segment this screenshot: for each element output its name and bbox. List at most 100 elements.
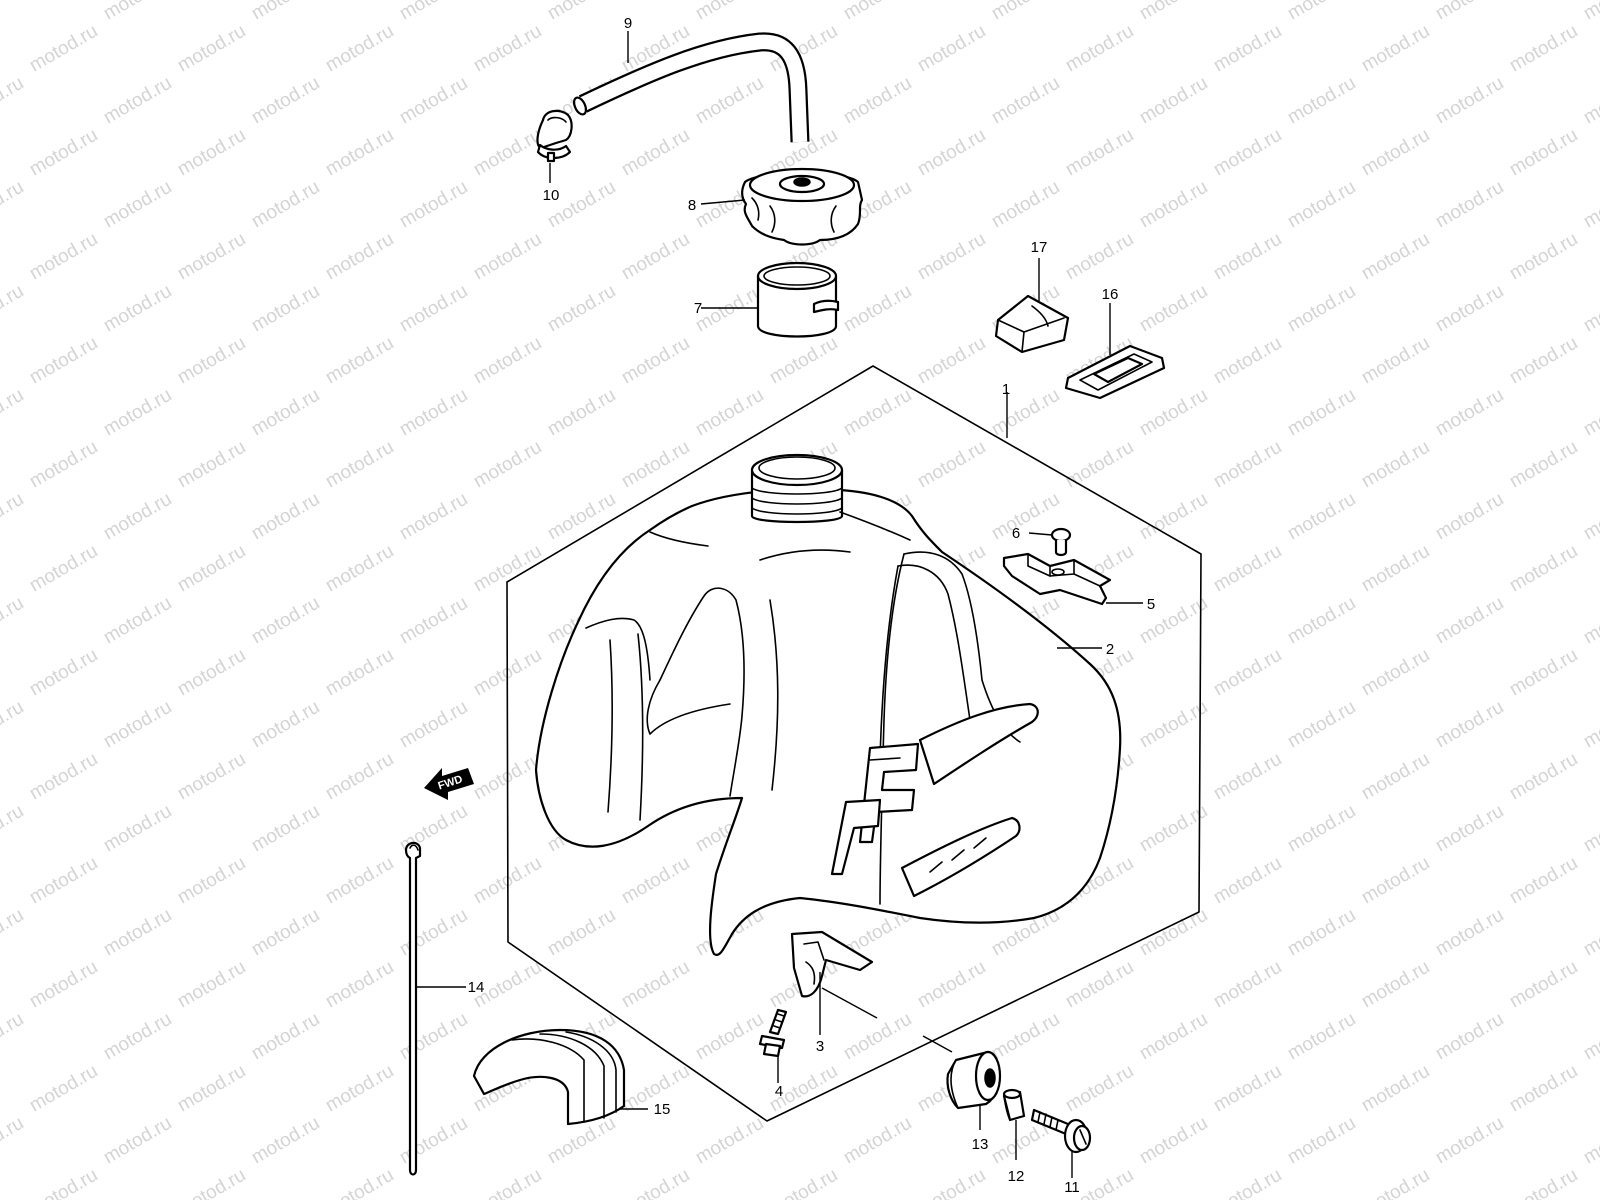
watermark-text: motod.ru bbox=[470, 125, 545, 181]
fuel-cap bbox=[741, 167, 864, 246]
watermark-text: motod.ru bbox=[544, 281, 619, 337]
callout-8: 8 bbox=[688, 197, 696, 214]
watermark-text: motod.ru bbox=[0, 801, 27, 857]
watermark-text: motod.ru bbox=[396, 905, 471, 961]
watermark-text: motod.ru bbox=[174, 541, 249, 597]
watermark-text: motod.ru bbox=[248, 281, 323, 337]
fuel-tank-outline bbox=[506, 365, 1202, 1122]
watermark-text: motod.ru bbox=[0, 177, 27, 233]
watermark-text: motod.ru bbox=[766, 333, 841, 389]
watermark-text: motod.ru bbox=[1506, 645, 1581, 701]
watermark-text: motod.ru bbox=[1580, 1113, 1600, 1169]
watermark-text: motod.ru bbox=[1580, 73, 1600, 129]
watermark-text: motod.ru bbox=[396, 593, 471, 649]
watermark-text: motod.ru bbox=[0, 489, 27, 545]
watermark-text: motod.ru bbox=[1506, 853, 1581, 909]
watermark-text: motod.ru bbox=[1284, 385, 1359, 441]
watermark-text: motod.ru bbox=[1136, 1009, 1211, 1065]
callout-14: 14 bbox=[468, 979, 485, 996]
watermark-text: motod.ru bbox=[322, 853, 397, 909]
watermark-text: motod.ru bbox=[248, 697, 323, 753]
watermark-text: motod.ru bbox=[100, 905, 175, 961]
watermark-text: motod.ru bbox=[1210, 125, 1285, 181]
watermark-text: motod.ru bbox=[1580, 593, 1600, 649]
watermark-text: motod.ru bbox=[1432, 0, 1507, 24]
watermark-text: motod.ru bbox=[26, 125, 101, 181]
watermark-text: motod.ru bbox=[100, 697, 175, 753]
callout-10: 10 bbox=[543, 187, 560, 204]
fwd-arrow-icon: FWD bbox=[424, 768, 474, 800]
watermark-text: motod.ru bbox=[618, 333, 693, 389]
watermark-text: motod.ru bbox=[1358, 229, 1433, 285]
watermark-text: motod.ru bbox=[840, 385, 915, 441]
watermark-text: motod.ru bbox=[1432, 801, 1507, 857]
watermark-text: motod.ru bbox=[618, 229, 693, 285]
watermark-text: motod.ru bbox=[0, 593, 27, 649]
watermark-text: motod.ru bbox=[1432, 489, 1507, 545]
callout-7: 7 bbox=[694, 300, 702, 317]
leader-lines bbox=[416, 31, 1143, 1178]
watermark-text: motod.ru bbox=[1136, 905, 1211, 961]
watermark-text: motod.ru bbox=[470, 1165, 545, 1200]
watermark-text: motod.ru bbox=[618, 957, 693, 1013]
hose-valve bbox=[536, 109, 573, 163]
watermark-text: motod.ru bbox=[0, 385, 27, 441]
watermark-text: motod.ru bbox=[618, 125, 693, 181]
watermark-text: motod.ru bbox=[1284, 801, 1359, 857]
watermark-text: motod.ru bbox=[544, 905, 619, 961]
watermark-text: motod.ru bbox=[1506, 1061, 1581, 1117]
watermark-text: motod.ru bbox=[914, 229, 989, 285]
watermark-text: motod.ru bbox=[174, 229, 249, 285]
watermark-text: motod.ru bbox=[988, 73, 1063, 129]
watermark-text: motod.ru bbox=[1284, 73, 1359, 129]
fuel-tank bbox=[534, 453, 1122, 956]
watermark-text: motod.ru bbox=[1506, 541, 1581, 597]
callout-11: 11 bbox=[1064, 1179, 1080, 1196]
watermark-text: motod.ru bbox=[544, 177, 619, 233]
watermark-text: motod.ru bbox=[174, 645, 249, 701]
watermark-text: motod.ru bbox=[0, 281, 27, 337]
watermark-text: motod.ru bbox=[692, 385, 767, 441]
watermark-text: motod.ru bbox=[26, 541, 101, 597]
watermark-text: motod.ru bbox=[1358, 125, 1433, 181]
watermark-text: motod.ru bbox=[26, 1061, 101, 1117]
watermark-text: motod.ru bbox=[1284, 281, 1359, 337]
callout-numbers: 9 10 8 7 17 16 1 6 5 2 3 4 13 12 11 14 1… bbox=[468, 15, 1156, 1196]
watermark-text: motod.ru bbox=[544, 489, 619, 545]
watermark-text: motod.ru bbox=[322, 541, 397, 597]
watermark-text: motod.ru bbox=[248, 385, 323, 441]
watermark-text: motod.ru bbox=[618, 853, 693, 909]
watermark-text: motod.ru bbox=[396, 385, 471, 441]
watermark-text: motod.ru bbox=[100, 1113, 175, 1169]
watermark-text: motod.ru bbox=[26, 957, 101, 1013]
clip bbox=[1064, 344, 1166, 400]
watermark-text: motod.ru bbox=[914, 1165, 989, 1200]
watermark-text: motod.ru bbox=[1432, 385, 1507, 441]
watermark-text: motod.ru bbox=[988, 1009, 1063, 1065]
watermark-text: motod.ru bbox=[1210, 229, 1285, 285]
watermark-text: motod.ru bbox=[1284, 1009, 1359, 1065]
watermark-text: motod.ru bbox=[1432, 1009, 1507, 1065]
watermark-text: motod.ru bbox=[1358, 645, 1433, 701]
watermark-text: motod.ru bbox=[1136, 73, 1211, 129]
watermark-text: motod.ru bbox=[1358, 437, 1433, 493]
watermark-text: motod.ru bbox=[1210, 541, 1285, 597]
watermark-text: motod.ru bbox=[1580, 177, 1600, 233]
callout-4: 4 bbox=[775, 1083, 783, 1100]
watermark-text: motod.ru bbox=[1062, 21, 1137, 77]
watermark-text: motod.ru bbox=[26, 853, 101, 909]
watermark-text: motod.ru bbox=[1432, 1113, 1507, 1169]
watermark-text: motod.ru bbox=[396, 281, 471, 337]
watermark-text: motod.ru bbox=[174, 1061, 249, 1117]
watermark-text: motod.ru bbox=[1210, 1061, 1285, 1117]
callout-9: 9 bbox=[624, 15, 632, 32]
watermark-text: motod.ru bbox=[544, 0, 619, 24]
watermark-text: motod.ru bbox=[26, 229, 101, 285]
watermark-text: motod.ru bbox=[0, 697, 27, 753]
watermark-text: motod.ru bbox=[26, 749, 101, 805]
watermark-text: motod.ru bbox=[914, 125, 989, 181]
watermark-text: motod.ru bbox=[1284, 697, 1359, 753]
watermark-text: motod.ru bbox=[174, 333, 249, 389]
watermark-text: motod.ru bbox=[396, 0, 471, 24]
callout-16: 16 bbox=[1102, 286, 1119, 303]
